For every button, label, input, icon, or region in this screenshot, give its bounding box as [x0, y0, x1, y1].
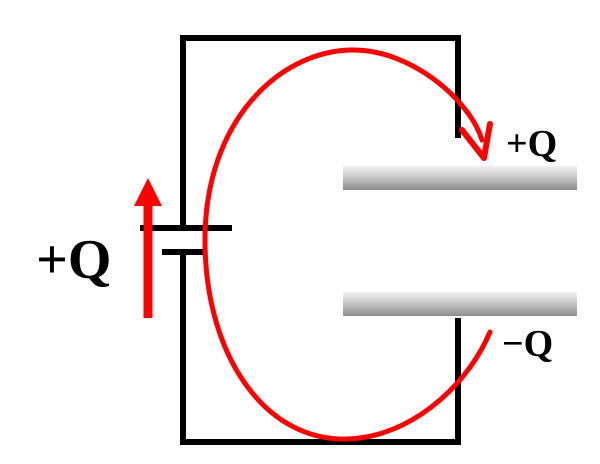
top-plate [343, 166, 577, 190]
top-plate-charge-label: +Q [506, 123, 557, 165]
wire-left-upper [180, 35, 461, 228]
bottom-plate-charge-label: −Q [502, 323, 553, 365]
red-loop-path [202, 47, 493, 442]
left-charge-label: +Q [36, 229, 111, 291]
loop-arrow-head-icon [459, 121, 493, 161]
bottom-plate [343, 292, 577, 316]
current-arrow-head [134, 178, 162, 206]
